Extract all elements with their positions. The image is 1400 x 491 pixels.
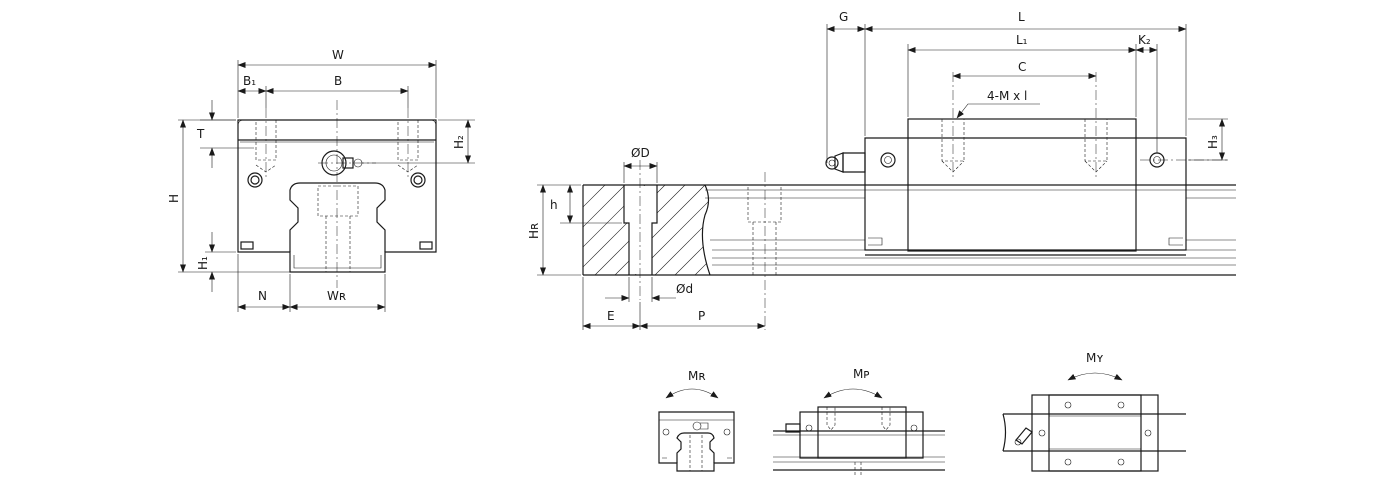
moment-MP-label: Mᴘ xyxy=(853,367,870,381)
dim-L1-label: L₁ xyxy=(1016,33,1028,47)
dim-W-label: W xyxy=(332,48,344,62)
dim-T-label: T xyxy=(196,127,205,141)
dim-E-label: E xyxy=(607,309,615,323)
dim-N-label: N xyxy=(258,289,267,303)
dim-WR-label: Wʀ xyxy=(327,289,346,303)
dim-H3-label: H₃ xyxy=(1206,135,1220,149)
dim-G-label: G xyxy=(839,10,848,24)
dim-HR-label: Hʀ xyxy=(527,223,541,239)
screw-callout-label: 4-M x l xyxy=(987,89,1027,103)
dim-H-label: H xyxy=(167,194,181,203)
section-hatch xyxy=(583,185,710,275)
dim-L-label: L xyxy=(1018,10,1025,24)
dim-K2-label: K₂ xyxy=(1138,33,1151,47)
dim-d-label: Ød xyxy=(676,282,693,296)
moment-MY-label: Mʏ xyxy=(1086,351,1104,365)
dim-B-label: B xyxy=(334,74,342,88)
side-view: G L L₁ K₂ C 4-M x l H₃ ØD h Hʀ xyxy=(527,10,1236,330)
dim-P-label: P xyxy=(698,309,705,323)
dim-C-label: C xyxy=(1018,60,1026,74)
dim-H2-label: H₂ xyxy=(452,135,466,149)
moment-MR-view: Mʀ xyxy=(658,369,735,472)
dim-D-label: ØD xyxy=(631,146,650,160)
dim-B1-label: B₁ xyxy=(243,74,256,88)
dim-H1-label: H₁ xyxy=(196,256,210,270)
moment-MR-label: Mʀ xyxy=(688,369,706,383)
moment-MP-view: Mᴘ xyxy=(773,367,945,475)
dim-h-label: h xyxy=(550,198,558,212)
moment-MY-view: Mʏ xyxy=(1002,351,1186,472)
front-view: W B₁ B T H₂ H H₁ N Wʀ xyxy=(167,48,475,312)
